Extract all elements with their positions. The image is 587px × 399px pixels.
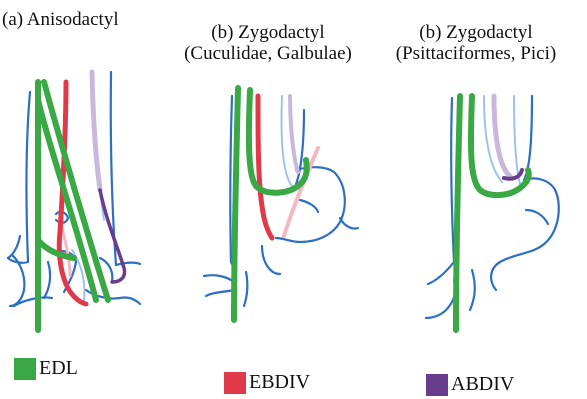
legend-label-ebdiv: EBDIV [249, 371, 310, 394]
legend-swatch-ebdiv [224, 372, 246, 394]
panel-b1-diagram [204, 88, 358, 320]
legend-item-ebdiv: EBDIV [224, 371, 310, 394]
legend-item-abdiv: ABDIV [426, 373, 514, 396]
legend-label-edl: EDL [39, 357, 78, 380]
panel-a-diagram [8, 72, 140, 330]
legend-label-abdiv: ABDIV [451, 373, 514, 396]
legend-swatch-edl [14, 358, 36, 380]
panel-b2-diagram [426, 96, 559, 330]
panel-b1-abdiv-faint [290, 96, 298, 172]
panel-b2-faint-tendons [484, 96, 520, 184]
panel-b1-ebdiv [258, 96, 272, 238]
legend-item-edl: EDL [14, 357, 78, 380]
panel-b2-edl [456, 96, 529, 330]
panel-a-tarsometatarsus-left [26, 92, 30, 262]
legend-swatch-abdiv [426, 374, 448, 396]
panel-b2-abdiv-faint [494, 96, 510, 176]
panel-b2-bones [426, 96, 559, 318]
panel-a-abdiv-faint [92, 72, 100, 190]
